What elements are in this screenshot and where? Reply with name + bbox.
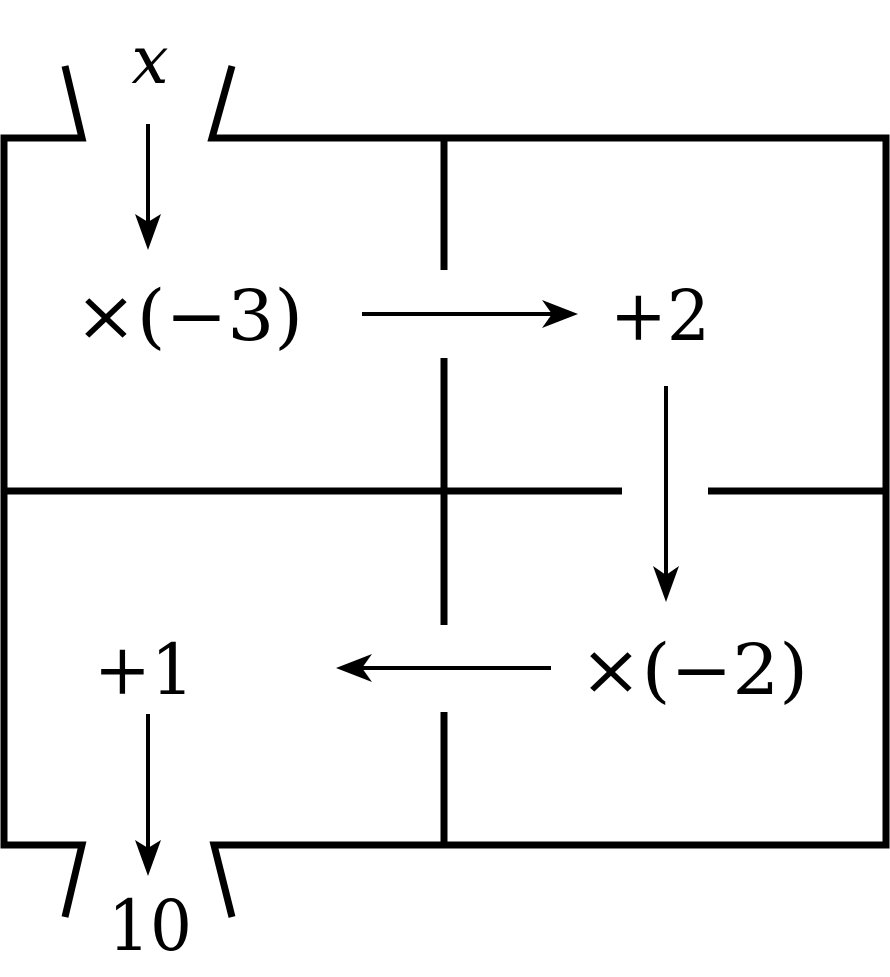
arrow-input-to-step-1 <box>135 124 161 250</box>
arrow-step-4-to-output <box>135 714 161 876</box>
step-4-label: +1 <box>94 629 194 711</box>
arrow-step-3-to-step-4 <box>336 654 551 682</box>
maze-walls <box>0 65 890 918</box>
maze-labels: x ×(−3) +2 ×(−2) +1 10 <box>75 22 808 967</box>
step-1-label: ×(−3) <box>75 275 303 357</box>
step-3-label: ×(−2) <box>580 629 808 711</box>
flow-arrows <box>135 124 679 876</box>
output-label: 10 <box>108 885 192 967</box>
arrow-step-1-to-step-2 <box>362 300 578 328</box>
input-label: x <box>131 22 168 99</box>
step-2-label: +2 <box>610 275 710 357</box>
arrow-step-2-to-step-3 <box>653 386 679 602</box>
